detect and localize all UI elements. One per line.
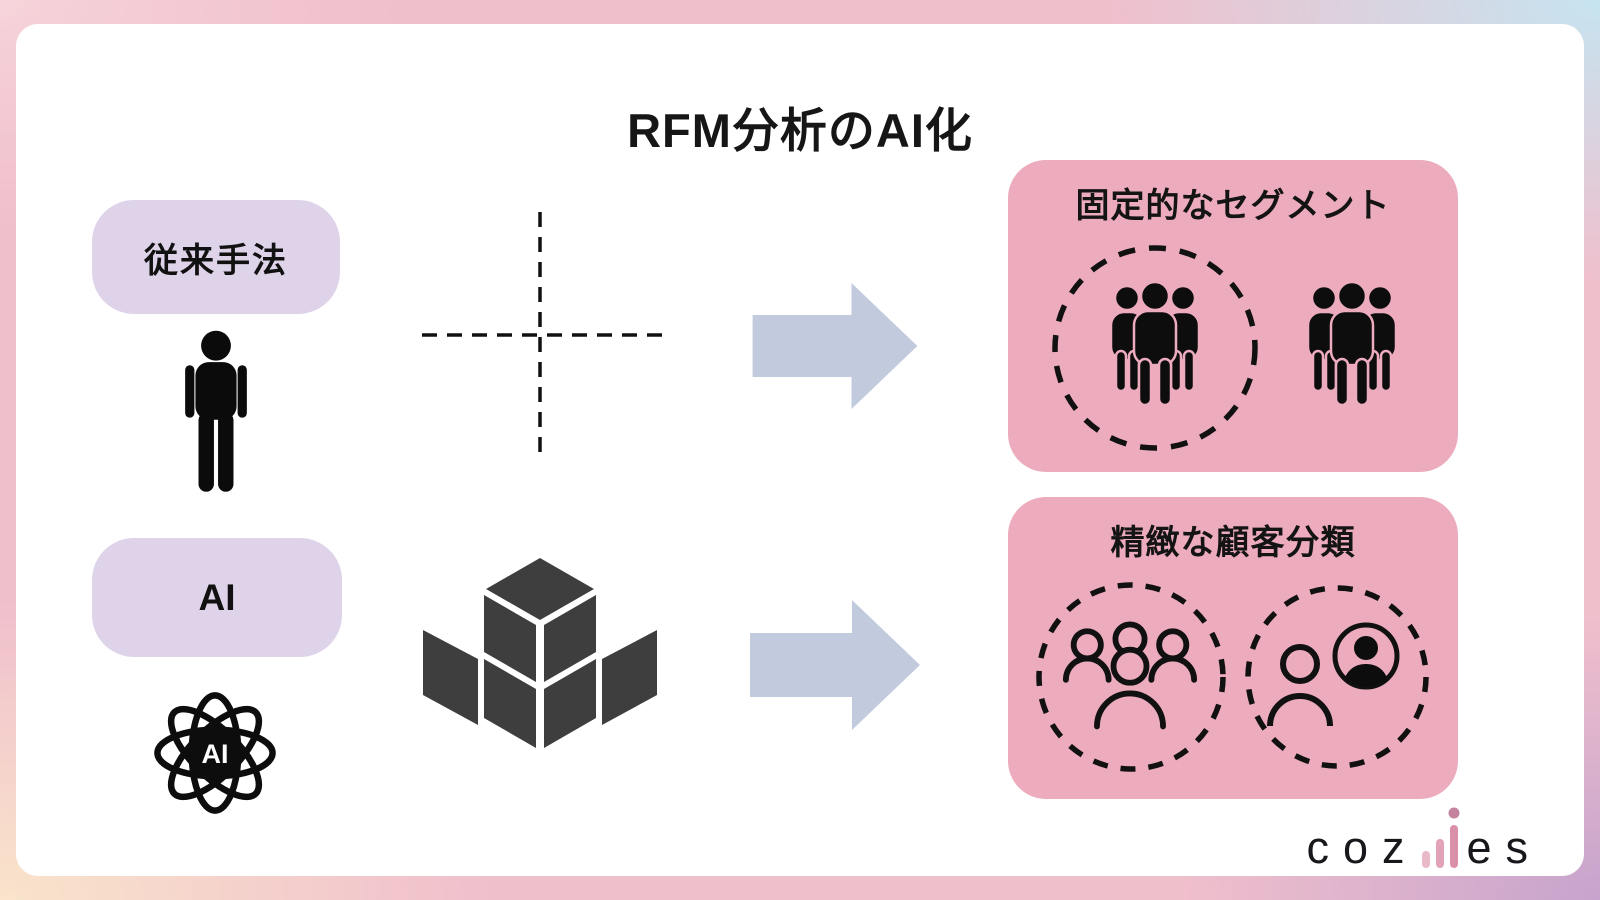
brand-logo: coz es [1252, 806, 1542, 874]
ai-pill: AI [92, 538, 342, 657]
logo-bars-icon [1422, 807, 1460, 868]
fixed-segments-title: 固定的なセグメント [1075, 187, 1391, 225]
ai-label: AI [198, 576, 236, 618]
arrow-right-icon [752, 283, 918, 409]
person-outline-icon [1267, 644, 1333, 727]
group-outline-icon [1062, 621, 1198, 730]
traditional-method-pill: 従来手法 [92, 200, 340, 314]
group-filled-icon [1306, 283, 1398, 407]
cube-stack-icon [423, 558, 657, 748]
dashed-circle [1245, 585, 1429, 769]
dashed-circle [1036, 582, 1226, 772]
traditional-method-label: 従来手法 [144, 241, 288, 280]
logo-text-suffix: es [1466, 822, 1542, 873]
ai-atom-icon: AI [154, 692, 276, 814]
atom-ai-text: AI [202, 739, 229, 769]
arrow-right-icon [750, 600, 920, 730]
precise-classification-title: 精緻な顧客分類 [1110, 524, 1356, 562]
group-filled-icon [1109, 283, 1201, 407]
dashed-cross-icon [422, 212, 668, 458]
person-icon [185, 330, 247, 492]
page-title: RFM分析のAI化 [627, 104, 973, 157]
logo-text-prefix: coz [1306, 822, 1419, 873]
avatar-circle-icon [1332, 622, 1400, 690]
dashed-circle [1052, 245, 1258, 451]
